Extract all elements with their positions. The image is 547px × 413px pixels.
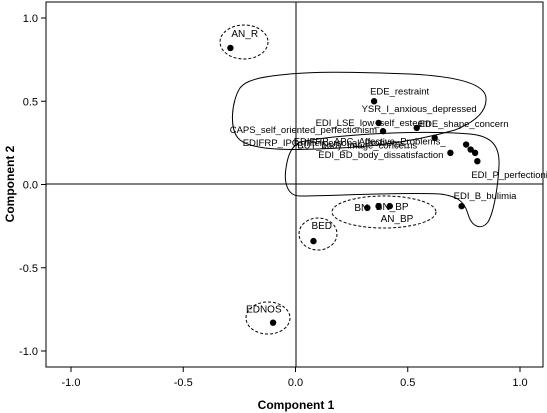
point-an-bp bbox=[375, 202, 382, 210]
y-tick-label: -1.0 bbox=[19, 346, 38, 358]
group-outline-right-cluster bbox=[284, 131, 500, 228]
x-tick-label: 0.0 bbox=[288, 377, 303, 389]
y-tick-label: -0.5 bbox=[19, 263, 38, 275]
point-an-r bbox=[227, 44, 234, 52]
point-edi-p-perfectionism bbox=[474, 157, 481, 165]
point-label-ednos: EDNOS bbox=[246, 305, 282, 316]
group-outline-ednos bbox=[245, 301, 291, 335]
data-points: AN_R EDE_restraintYSR_I_anxious_depressed… bbox=[227, 29, 547, 326]
group-outline-bn bbox=[331, 195, 437, 229]
point-label-edi-b-bulimia: EDI_B_bulimia bbox=[454, 191, 518, 202]
point-label-an-bp: AN_BP bbox=[381, 214, 414, 225]
group-outline-upper-cluster bbox=[232, 71, 487, 151]
y-tick-label: 0.5 bbox=[23, 96, 38, 108]
x-tick-label: -1.0 bbox=[62, 377, 81, 389]
group-outline-an-r bbox=[219, 24, 269, 60]
point-edi-bd-body-dissatisfaction bbox=[447, 149, 454, 157]
point-edi-b-bulimia bbox=[458, 202, 465, 210]
point-bn bbox=[364, 204, 371, 212]
point-label-bed: BED bbox=[311, 221, 332, 232]
point-label-but-body-image-concerns: BUT_body_image_concerns bbox=[297, 141, 417, 152]
point-edifrp-apc-affective-problems bbox=[467, 146, 474, 153]
point-label-edifrp-ipc-interpersonal-problems: EDIFRP_IPC_Interpersonal_Problems_ bbox=[243, 138, 411, 149]
point-label-bn: BN bbox=[354, 203, 368, 214]
x-axis-title: Component 1 bbox=[258, 398, 335, 412]
point-bn-bp bbox=[386, 202, 393, 210]
point-ysr-i-anxious-depressed bbox=[375, 119, 382, 127]
x-tick-label: 1.0 bbox=[512, 377, 527, 389]
x-tick-label: 0.5 bbox=[400, 377, 415, 389]
point-ede-restraint bbox=[370, 98, 378, 105]
x-axis-ticks: -1.0 -0.5 0.0 0.5 1.0 bbox=[62, 367, 528, 389]
point-bed bbox=[310, 237, 317, 245]
x-tick-label: -0.5 bbox=[174, 377, 193, 389]
group-outline-bed bbox=[298, 217, 338, 251]
y-tick-label: 1.0 bbox=[23, 13, 38, 25]
point-label-edifrp-apc-affective-problems: EDIFRP_APC_Affective_Problems_ bbox=[294, 137, 447, 148]
point-label-edi-lse-low-self-esteem: EDI_LSE_low_self_esteem bbox=[316, 118, 431, 129]
point-label-an-r: AN_R bbox=[231, 29, 258, 40]
point-label-ede-restraint: EDE_restraint bbox=[370, 86, 429, 97]
point-label-ysr-i-anxious-depressed: YSR_I_anxious_depressed bbox=[362, 104, 477, 115]
point-edifrp-ipc-interpersonal-problems bbox=[471, 149, 479, 157]
point-label-caps-self-oriented-perfectionism: CAPS_self_oriented_perfectionism bbox=[230, 125, 377, 136]
y-axis-ticks: -1.0 -0.5 0.0 0.5 1.0 bbox=[19, 13, 46, 358]
point-label-edi-p-perfectionism: EDI_P_perfectionism bbox=[471, 170, 547, 181]
y-axis-title: Component 2 bbox=[3, 145, 17, 222]
point-edi-lse-low-self-esteem bbox=[431, 134, 438, 142]
point-but-body-image-concerns bbox=[462, 141, 470, 148]
point-label-ede-shape-concern: EDE_shape_concern bbox=[419, 119, 509, 130]
point-label-edi-bd-body-dissatisfaction: EDI_BD_body_dissatisfaction bbox=[318, 150, 443, 161]
point-label-bn-bp: BN_BP bbox=[376, 202, 409, 213]
y-tick-label: 0.0 bbox=[23, 180, 38, 192]
point-caps-self-oriented-perfectionism bbox=[379, 128, 387, 135]
point-ednos bbox=[269, 319, 277, 326]
point-ede-shape-concern bbox=[413, 124, 420, 132]
